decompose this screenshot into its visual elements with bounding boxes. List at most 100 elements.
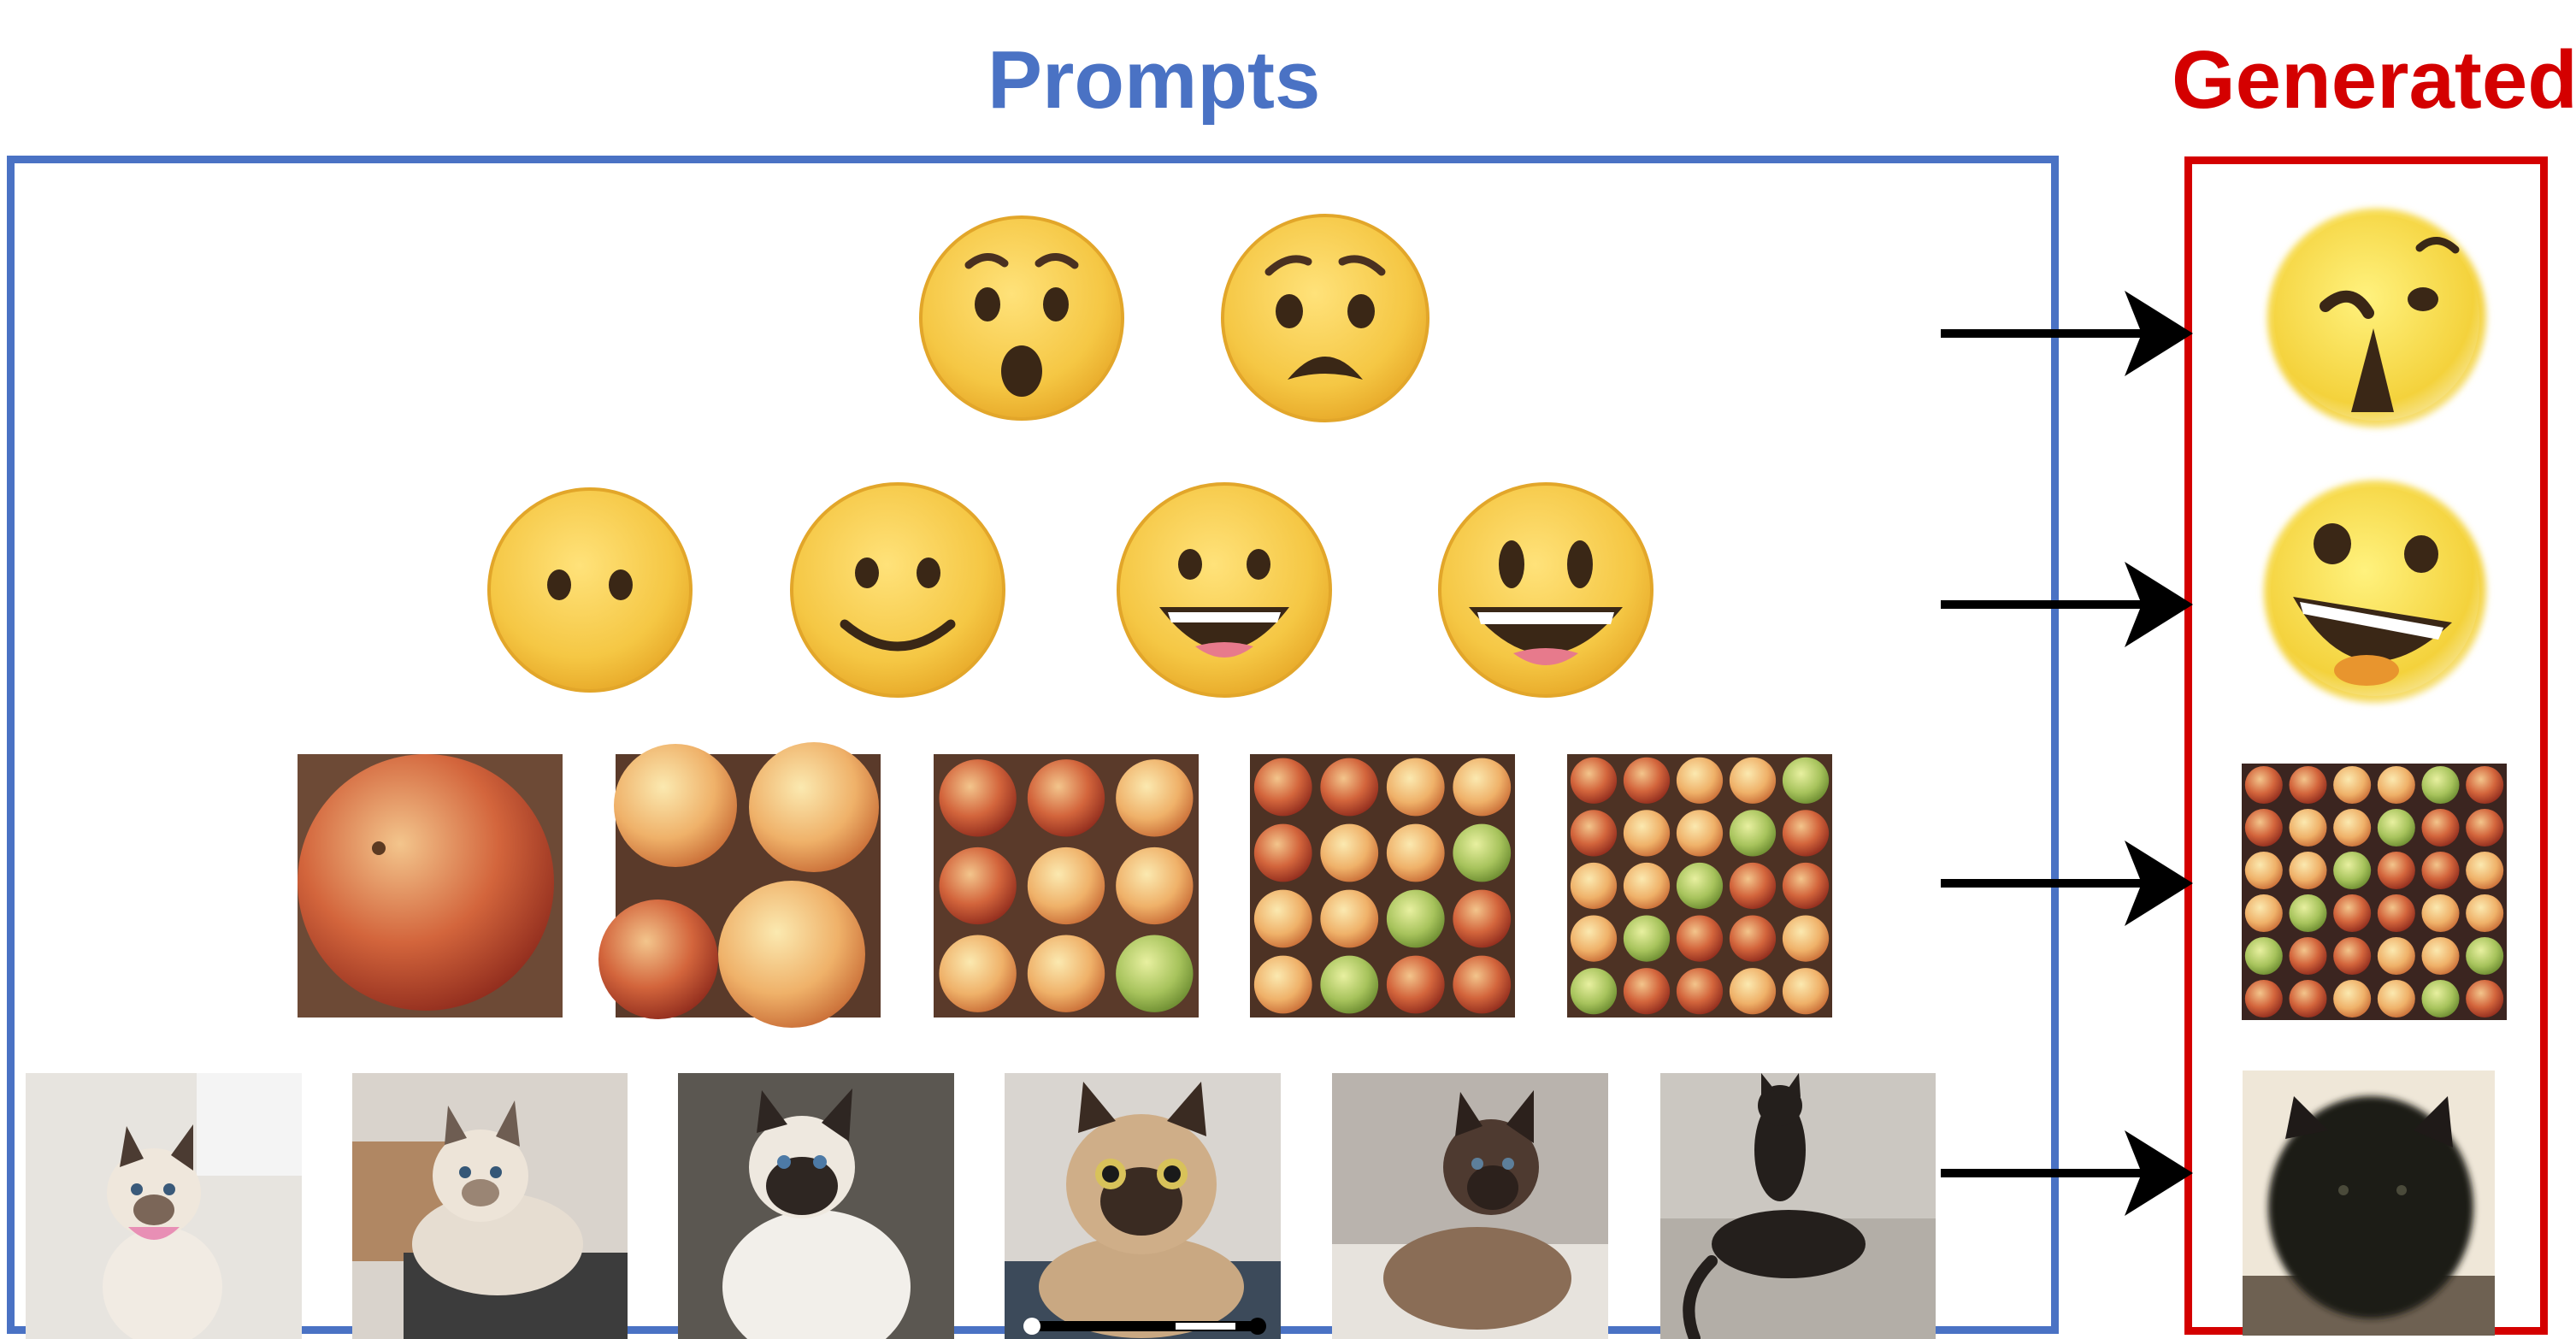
arrows	[1941, 291, 2193, 1216]
apple	[1253, 889, 1312, 948]
apple	[1027, 935, 1105, 1012]
apple	[2421, 852, 2460, 889]
neutral-face-icon	[487, 487, 693, 693]
apple	[1729, 862, 1777, 910]
apple	[2377, 766, 2415, 804]
apple-photo-1	[298, 754, 563, 1018]
apple	[2377, 852, 2415, 889]
apple	[1782, 810, 1830, 857]
apple	[1116, 846, 1194, 925]
apple	[2244, 937, 2283, 975]
apple	[1027, 759, 1105, 837]
apple	[2421, 894, 2460, 932]
big-grin-face-icon	[1438, 482, 1653, 698]
apple	[1729, 968, 1777, 1015]
black-cat-lying-photo	[1660, 1073, 1936, 1339]
blurry-black-cat-photo	[2243, 1071, 2495, 1336]
apple	[1782, 757, 1830, 804]
distorted-face-icon	[2267, 209, 2486, 428]
siamese-kitten-lying-photo	[352, 1073, 628, 1339]
apple	[2333, 937, 2372, 975]
grinning-face-icon	[1117, 482, 1332, 698]
apple	[1570, 810, 1618, 857]
apple	[2289, 980, 2327, 1018]
apple	[1453, 823, 1512, 882]
blurry-laughing-face-icon	[2264, 481, 2486, 703]
apple	[1453, 955, 1512, 1014]
apple	[1253, 758, 1312, 817]
apple	[1386, 758, 1445, 817]
apple	[2466, 809, 2504, 846]
apple	[1570, 862, 1618, 910]
apple	[2333, 980, 2372, 1018]
slightly-smiling-face-icon	[790, 482, 1005, 698]
apple	[1729, 810, 1777, 857]
apple	[1386, 889, 1445, 948]
apple	[1027, 846, 1105, 925]
apple	[1782, 968, 1830, 1015]
apple	[1320, 955, 1379, 1014]
apple	[2421, 766, 2460, 804]
apple	[2333, 852, 2372, 889]
apple	[1320, 758, 1379, 817]
apple	[2289, 809, 2327, 846]
apple	[2466, 937, 2504, 975]
apple-photo-4	[598, 742, 881, 1028]
siamese-kitten-photo	[26, 1073, 302, 1339]
apple	[2244, 809, 2283, 846]
apple	[1623, 862, 1671, 910]
apple	[1729, 757, 1777, 804]
apple	[2466, 766, 2504, 804]
apple	[1729, 915, 1777, 962]
apple	[2466, 852, 2504, 889]
apple	[2289, 894, 2327, 932]
apple	[2289, 766, 2327, 804]
apple	[2244, 766, 2283, 804]
apple	[1116, 759, 1194, 837]
apple	[2377, 894, 2415, 932]
apple	[1453, 758, 1512, 817]
apple	[939, 759, 1017, 837]
apple	[1320, 823, 1379, 882]
apple-photo-36	[2242, 764, 2507, 1020]
apple	[939, 935, 1017, 1012]
apple	[1676, 862, 1724, 910]
apple	[2333, 809, 2372, 846]
apple	[2466, 894, 2504, 932]
apple	[2466, 980, 2504, 1018]
apple	[2333, 894, 2372, 932]
apple	[2421, 809, 2460, 846]
siamese-cat-sitting-photo	[678, 1073, 954, 1339]
apple	[1623, 810, 1671, 857]
apple	[2421, 980, 2460, 1018]
siamese-cat-closeup-photo	[1005, 1073, 1281, 1339]
apple	[1676, 968, 1724, 1015]
apple	[1676, 757, 1724, 804]
apple	[2289, 852, 2327, 889]
apple	[1320, 889, 1379, 948]
apple	[1623, 968, 1671, 1015]
apple	[1386, 823, 1445, 882]
apple	[2333, 766, 2372, 804]
apple	[2377, 809, 2415, 846]
apple	[2244, 980, 2283, 1018]
apple-photo-16	[1250, 754, 1515, 1018]
apple	[1570, 757, 1618, 804]
apple	[1253, 955, 1312, 1014]
surprised-face-icon	[919, 215, 1124, 421]
apple	[1782, 915, 1830, 962]
apple	[1782, 862, 1830, 910]
apple	[1253, 823, 1312, 882]
dark-siamese-cat-lying-photo	[1332, 1073, 1608, 1339]
apple	[1453, 889, 1512, 948]
generated-title: Generated	[2172, 34, 2576, 126]
apple	[1676, 810, 1724, 857]
apple	[2377, 937, 2415, 975]
apple	[2377, 980, 2415, 1018]
apple	[1386, 955, 1445, 1014]
apple	[939, 846, 1017, 925]
worried-face-icon	[1221, 214, 1429, 422]
apple	[2289, 937, 2327, 975]
apple	[1676, 915, 1724, 962]
